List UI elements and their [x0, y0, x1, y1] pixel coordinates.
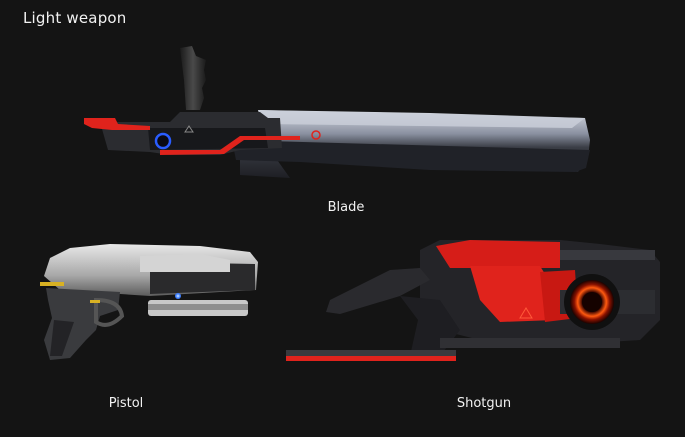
weapon-label-blade: Blade	[327, 200, 365, 215]
section-title: Light weapon	[23, 9, 127, 27]
weapon-label-pistol: Pistol	[108, 396, 144, 411]
weapon-label-shotgun: Shotgun	[456, 396, 512, 411]
